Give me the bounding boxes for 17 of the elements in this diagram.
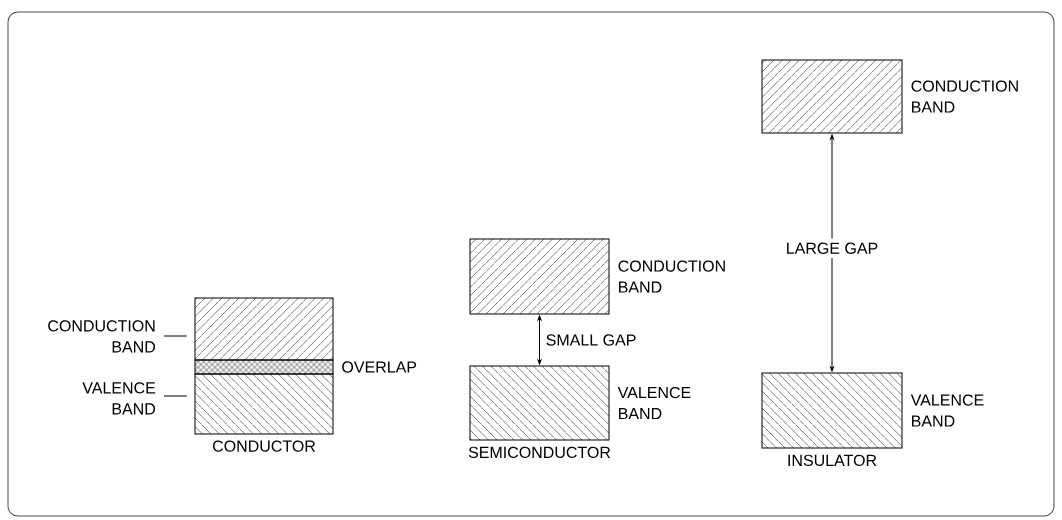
edge-label: LARGE GAP xyxy=(781,238,883,258)
leader-line xyxy=(163,335,188,337)
band-label: CONDUCTION BAND xyxy=(618,260,725,293)
band-label: VALENCE BAND xyxy=(617,386,691,420)
material-label: CONDUCTOR xyxy=(212,440,316,452)
gap-arrow xyxy=(537,315,542,365)
material-label: SEMICONDUCTOR xyxy=(468,446,611,459)
leader-line xyxy=(163,395,188,397)
band-box xyxy=(194,297,334,361)
band-label: CONDUCTION BAND xyxy=(911,80,1018,113)
edge-label: SMALL GAP xyxy=(546,334,636,346)
band-label: VALENCE BAND xyxy=(82,382,156,415)
band-label: CONDUCTION BAND xyxy=(48,320,156,353)
band-label: OVERLAP xyxy=(342,361,417,373)
gap-arrow xyxy=(830,134,834,372)
band-label: VALENCE BAND xyxy=(910,394,984,427)
material-label: INSULATOR xyxy=(788,454,877,467)
